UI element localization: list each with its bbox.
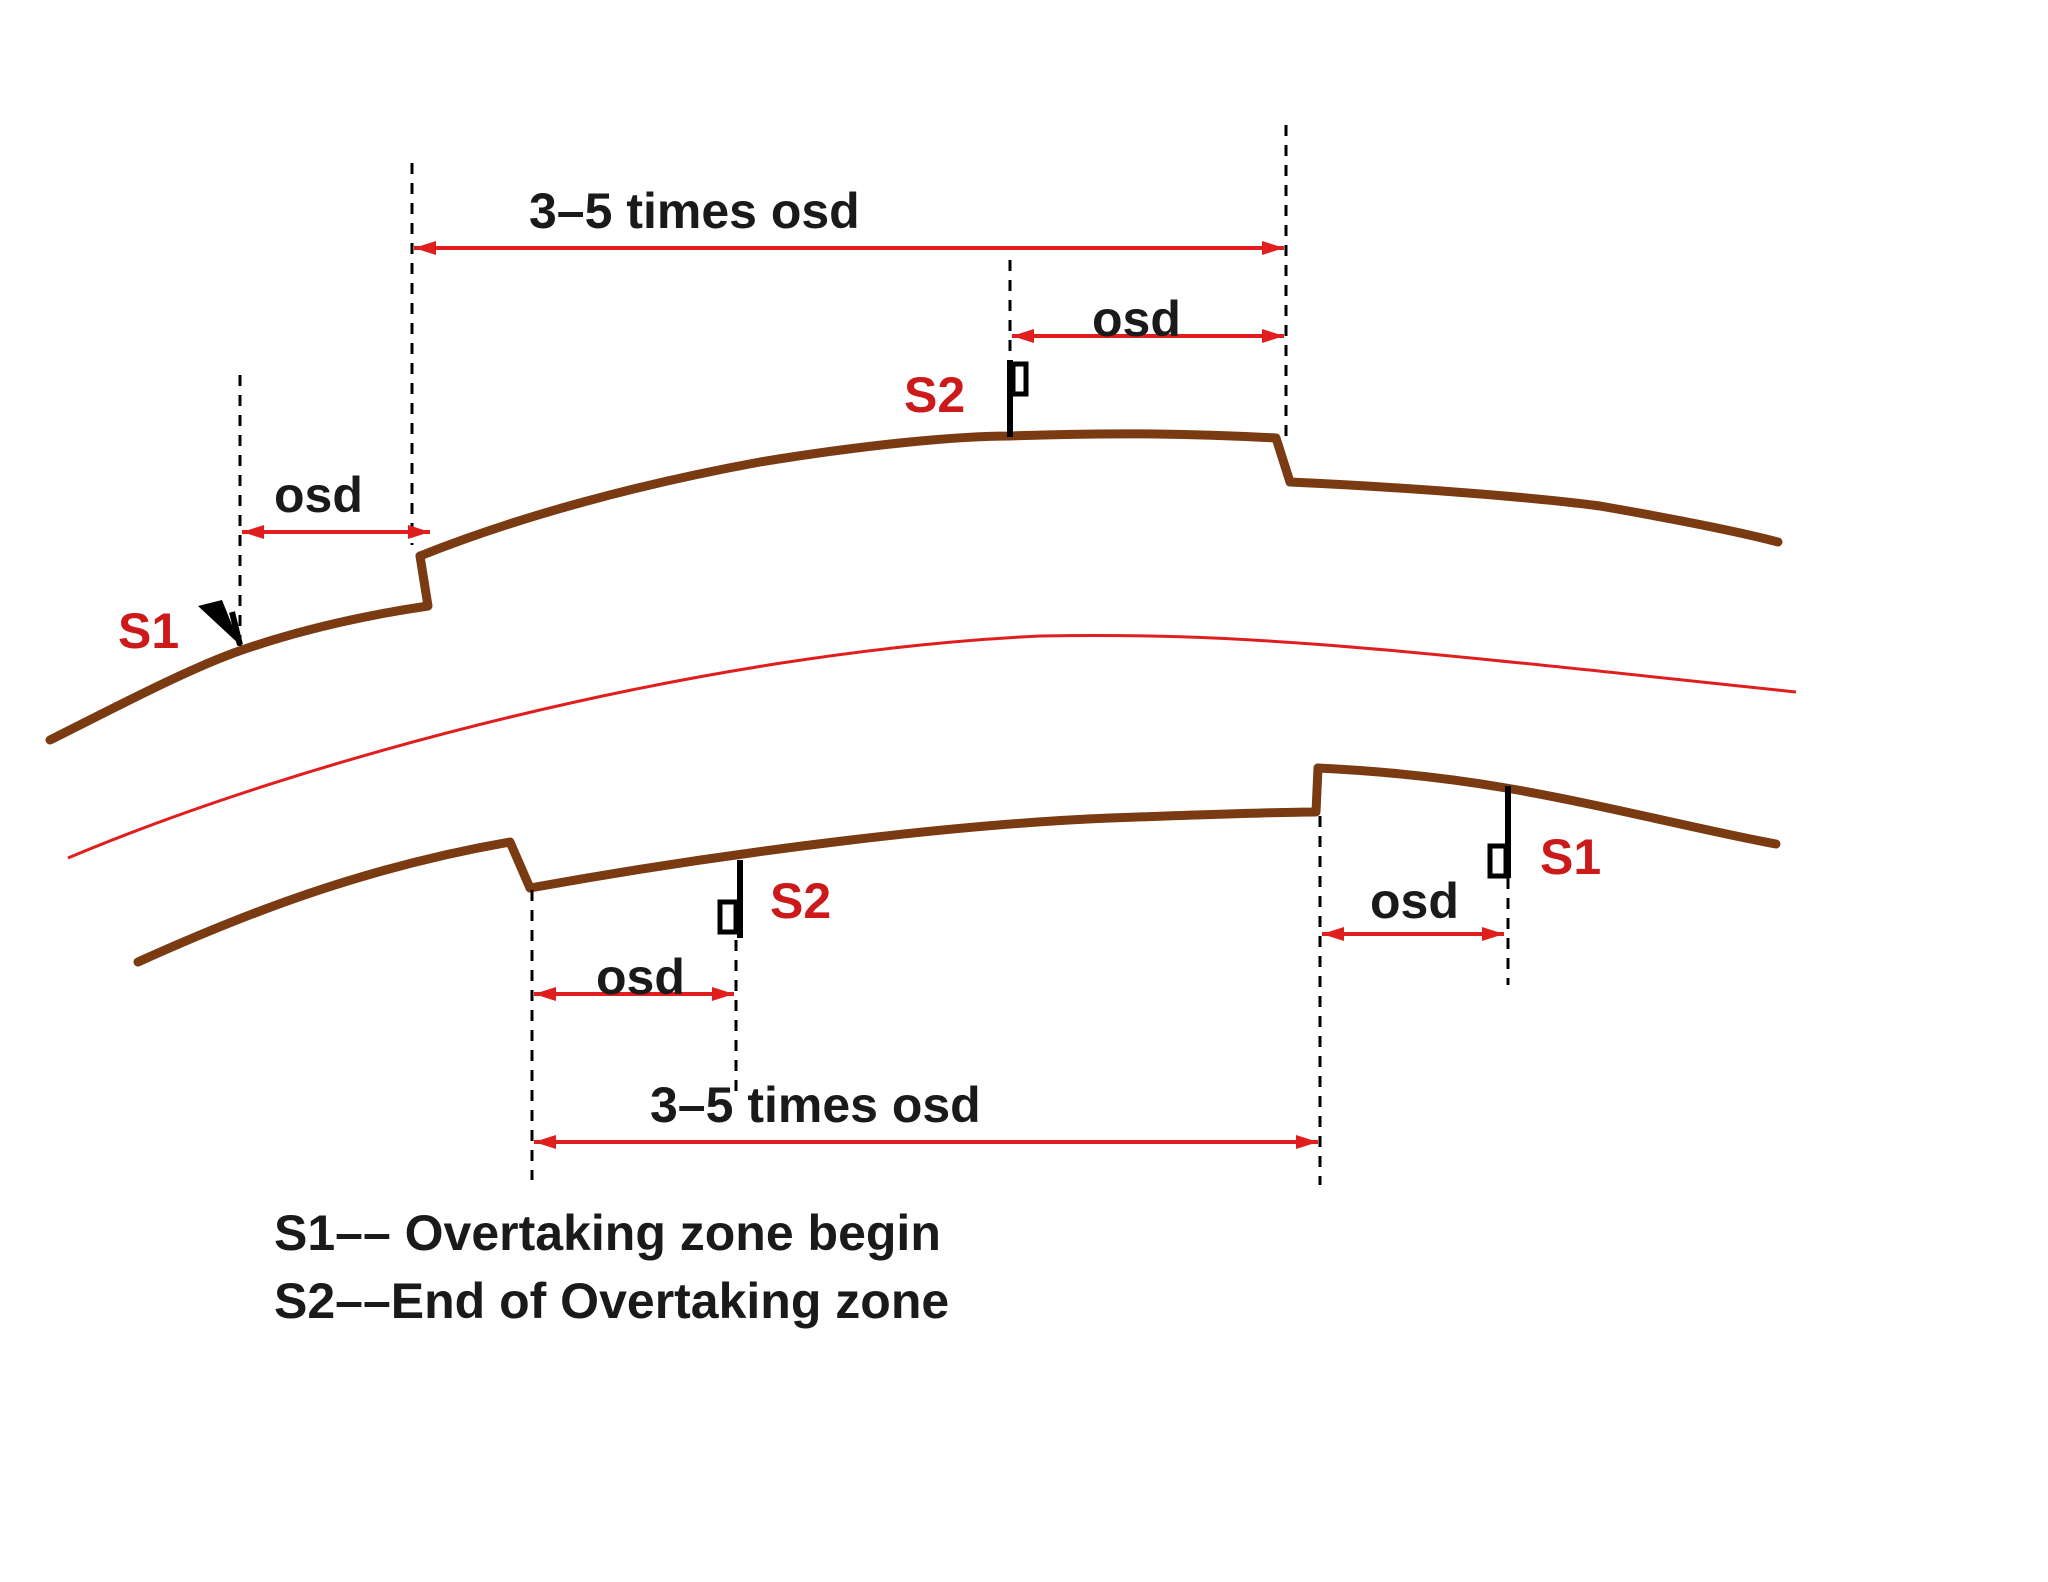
sign-label-top-s2: S2 <box>904 367 965 423</box>
dimension-bottom-span <box>534 1135 1318 1149</box>
label-top-osd-left: osd <box>274 467 363 523</box>
label-bottom-span: 3–5 times osd <box>650 1077 981 1133</box>
lower-road-edge-right <box>1313 763 1781 849</box>
label-top-span: 3–5 times osd <box>529 183 860 239</box>
dimension-bottom-osd-right <box>1322 927 1504 941</box>
center-line <box>67 633 1797 860</box>
dimension-top-span <box>414 241 1284 255</box>
lower-road-edge-middle <box>525 763 1323 893</box>
upper-road-edge-left <box>45 551 433 745</box>
label-bottom-osd-left: osd <box>596 949 685 1005</box>
sign-label-bottom-s1: S1 <box>1540 829 1601 885</box>
sign-top-s2 <box>1007 360 1029 437</box>
dimension-bottom-osd-left <box>534 987 734 1001</box>
sign-bottom-s2 <box>717 860 743 938</box>
upper-road-edge-right <box>1285 477 1783 547</box>
dimension-top-osd-left <box>242 525 430 539</box>
legend-line-s2: S2––End of Overtaking zone <box>274 1273 949 1329</box>
upper-road-edge-middle <box>415 429 1295 561</box>
sign-top-s1 <box>198 600 243 646</box>
sign-label-top-s1: S1 <box>118 603 179 659</box>
legend-line-s1: S1–– Overtaking zone begin <box>274 1205 941 1261</box>
sign-bottom-s1 <box>1487 786 1511 879</box>
label-bottom-osd-right: osd <box>1370 873 1459 929</box>
lower-road-edge-left <box>133 837 535 967</box>
sign-label-bottom-s2: S2 <box>770 873 831 929</box>
dimension-top-osd-right <box>1012 329 1284 343</box>
label-top-osd-right: osd <box>1092 291 1181 347</box>
